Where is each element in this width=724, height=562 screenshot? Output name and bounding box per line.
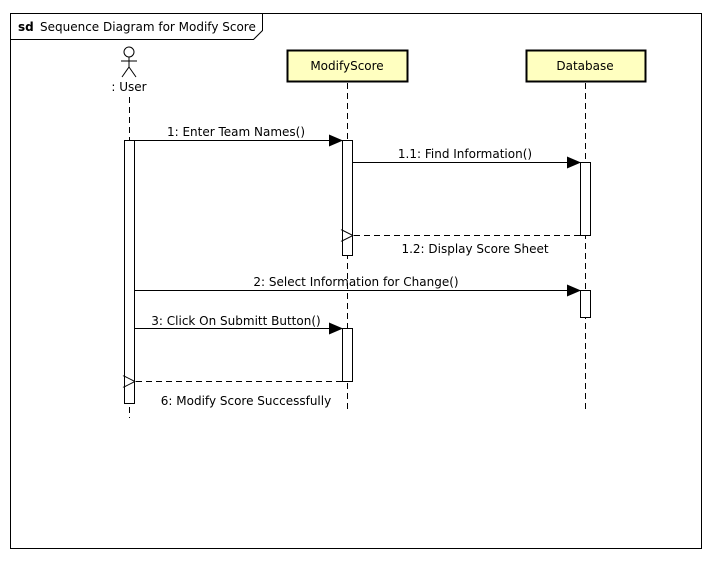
database-activation-bar-1	[580, 162, 591, 236]
message-label-2: 2: Select Information for Change()	[253, 275, 458, 289]
frame-title-tab	[10, 13, 263, 40]
frame-keyword: sd	[18, 20, 34, 34]
database-lifeline-head	[525, 49, 647, 83]
modifyscore-activation-bar-2	[342, 328, 353, 382]
frame-border	[10, 13, 702, 549]
message-label-1: 1: Enter Team Names()	[167, 125, 305, 139]
message-label-1-1: 1.1: Find Information()	[398, 147, 532, 161]
modifyscore-activation-bar-1	[342, 140, 353, 256]
return-label-6: 6: Modify Score Successfully	[161, 394, 331, 408]
frame-title: Sequence Diagram for Modify Score	[40, 20, 256, 34]
modifyscore-lifeline-head	[286, 49, 409, 83]
user-actor-label: : User	[111, 80, 146, 94]
user-actor-icon	[121, 46, 137, 78]
user-activation-bar	[124, 140, 135, 404]
database-activation-bar-2	[580, 290, 591, 318]
message-label-3: 3: Click On Submitt Button()	[151, 314, 320, 328]
return-label-1-2: 1.2: Display Score Sheet	[401, 242, 548, 256]
database-lifeline-label: Database	[556, 59, 613, 73]
modifyscore-lifeline-label: ModifyScore	[310, 59, 383, 73]
